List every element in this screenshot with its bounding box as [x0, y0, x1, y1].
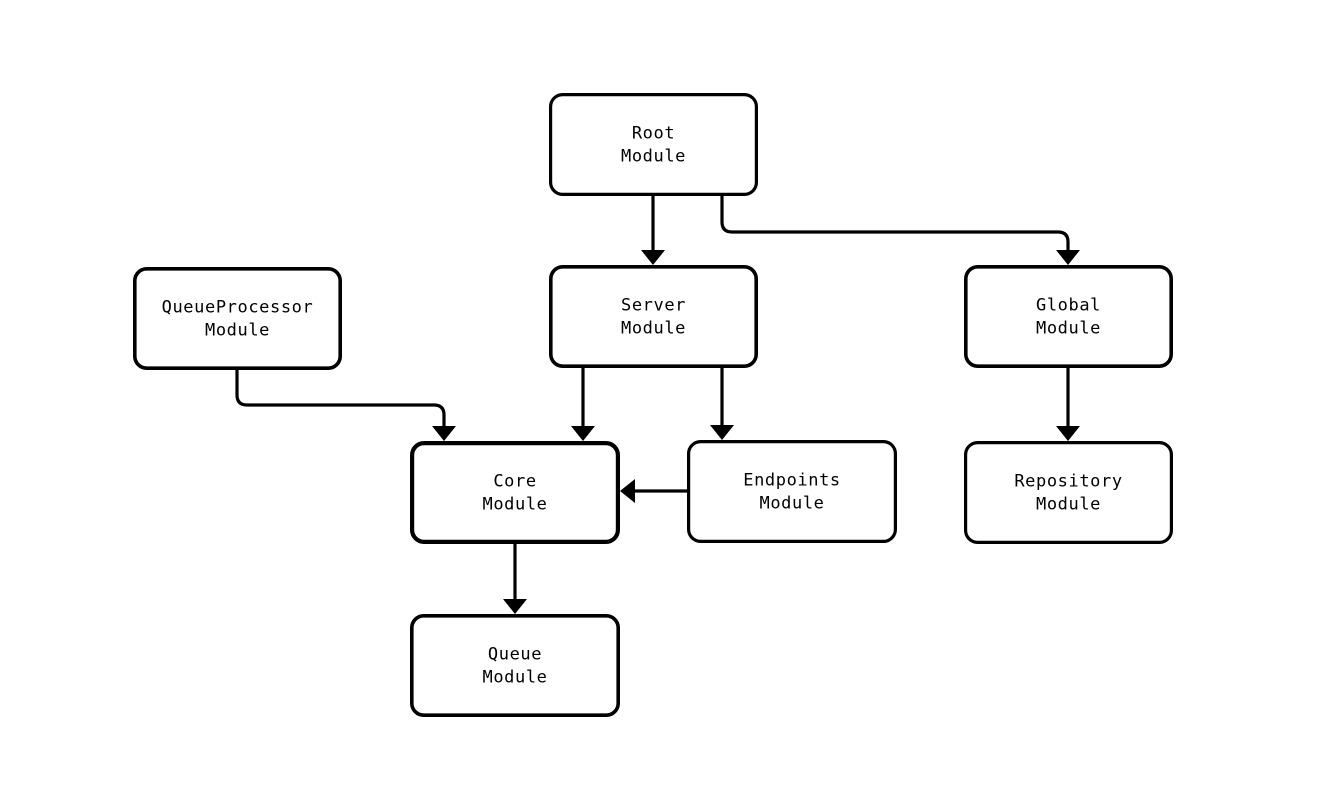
nodes-layer: RootModuleQueueProcessorModuleServerModu… [133, 92, 1173, 717]
edge-arrowhead [620, 479, 635, 503]
node-label-line2: Module [482, 668, 547, 688]
edge-arrowhead [710, 425, 734, 440]
edge-queueprocessor-to-core [235, 370, 456, 441]
edge-arrowhead [432, 426, 456, 441]
node-box[interactable] [686, 440, 897, 544]
edge-endpoints-to-core [620, 479, 687, 503]
node-box[interactable] [963, 264, 1173, 368]
edge-server-to-core [571, 368, 595, 441]
node-box[interactable] [133, 266, 342, 370]
edge-arrowhead [571, 426, 595, 441]
node-label-line1: Global [1036, 296, 1101, 316]
node-label-line2: Module [482, 495, 547, 515]
node-label-line2: Module [759, 494, 824, 514]
node-label-line2: Module [621, 319, 686, 339]
node-label-line2: Module [621, 147, 686, 167]
node-label-line1: QueueProcessor [162, 298, 314, 318]
edge-core-to-queue [503, 544, 527, 614]
edge-line [720, 196, 1070, 252]
node-label-line1: Root [632, 124, 675, 144]
node-label-line2: Module [205, 321, 270, 341]
edges-layer [235, 196, 1080, 614]
node-label-line2: Module [1036, 319, 1101, 339]
node-label-line2: Module [1036, 495, 1101, 515]
node-box[interactable] [410, 441, 621, 545]
node-box[interactable] [963, 441, 1173, 545]
node-label-line1: Endpoints [743, 471, 841, 491]
node-box[interactable] [548, 92, 758, 197]
edge-arrowhead [641, 250, 665, 265]
edge-server-to-endpoints [710, 368, 734, 440]
edge-line [235, 370, 446, 428]
node-label-line1: Core [493, 472, 536, 492]
edge-arrowhead [1056, 250, 1080, 265]
edge-arrowhead [1056, 426, 1080, 441]
edge-root-to-global [720, 196, 1080, 265]
node-label-line1: Queue [488, 645, 542, 665]
node-box[interactable] [548, 264, 758, 368]
node-box[interactable] [409, 613, 620, 717]
node-label-line1: Server [621, 296, 686, 316]
edge-arrowhead [503, 599, 527, 614]
edge-global-to-repository [1056, 368, 1080, 441]
edge-root-to-server [641, 196, 665, 265]
node-label-line1: Repository [1014, 472, 1122, 492]
